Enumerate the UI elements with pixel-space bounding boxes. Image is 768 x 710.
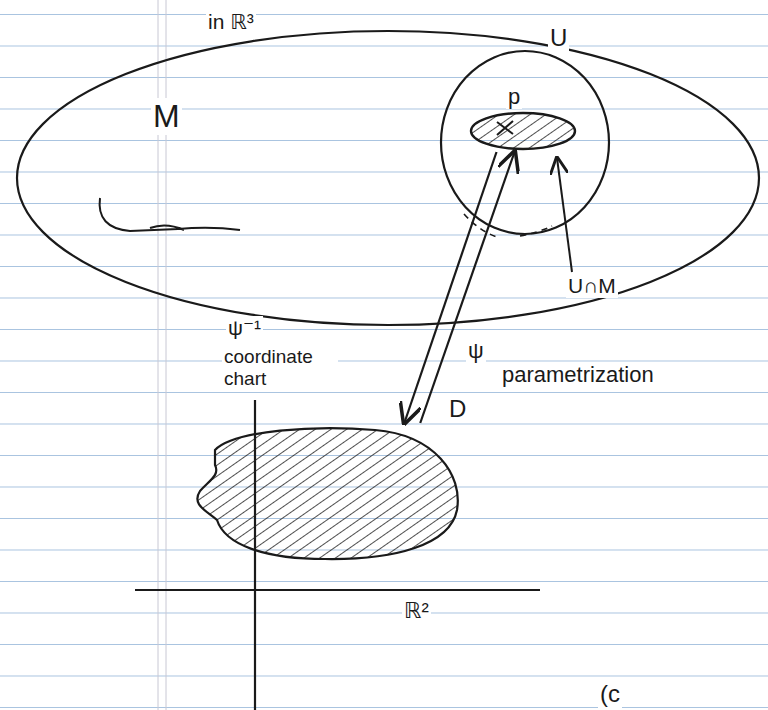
manifold-name: M <box>151 98 182 135</box>
point-name: p <box>506 84 522 109</box>
hatched-region <box>471 113 575 149</box>
node-outline <box>470 112 576 150</box>
x-axis <box>135 589 540 591</box>
open-set-circle: Up <box>440 50 610 235</box>
intersection-label: U∩M <box>566 274 618 298</box>
parametrization-note: parametrization <box>500 362 656 387</box>
node-outline <box>16 30 760 326</box>
node-outline <box>195 425 460 560</box>
map-name: ψ <box>466 338 486 363</box>
outline <box>441 51 609 234</box>
domain-name: D <box>447 395 468 423</box>
space-title: in ℝ³ <box>206 10 256 34</box>
map-arrow <box>404 152 496 423</box>
chart-region: p <box>470 112 576 150</box>
cut-off-note: (c <box>598 680 622 708</box>
leader-arrow <box>557 158 572 272</box>
parameter-domain: D <box>195 425 460 560</box>
hatched-domain <box>197 428 457 559</box>
surface-hole <box>100 198 240 231</box>
manifold-oval: in ℝ³MUp <box>16 30 760 326</box>
chart-note: coordinate chart <box>222 346 338 390</box>
plane-label: ℝ² <box>402 598 431 623</box>
open-set-name: U <box>548 24 569 52</box>
map-name: ψ⁻¹ <box>226 316 263 340</box>
outline <box>17 31 759 325</box>
